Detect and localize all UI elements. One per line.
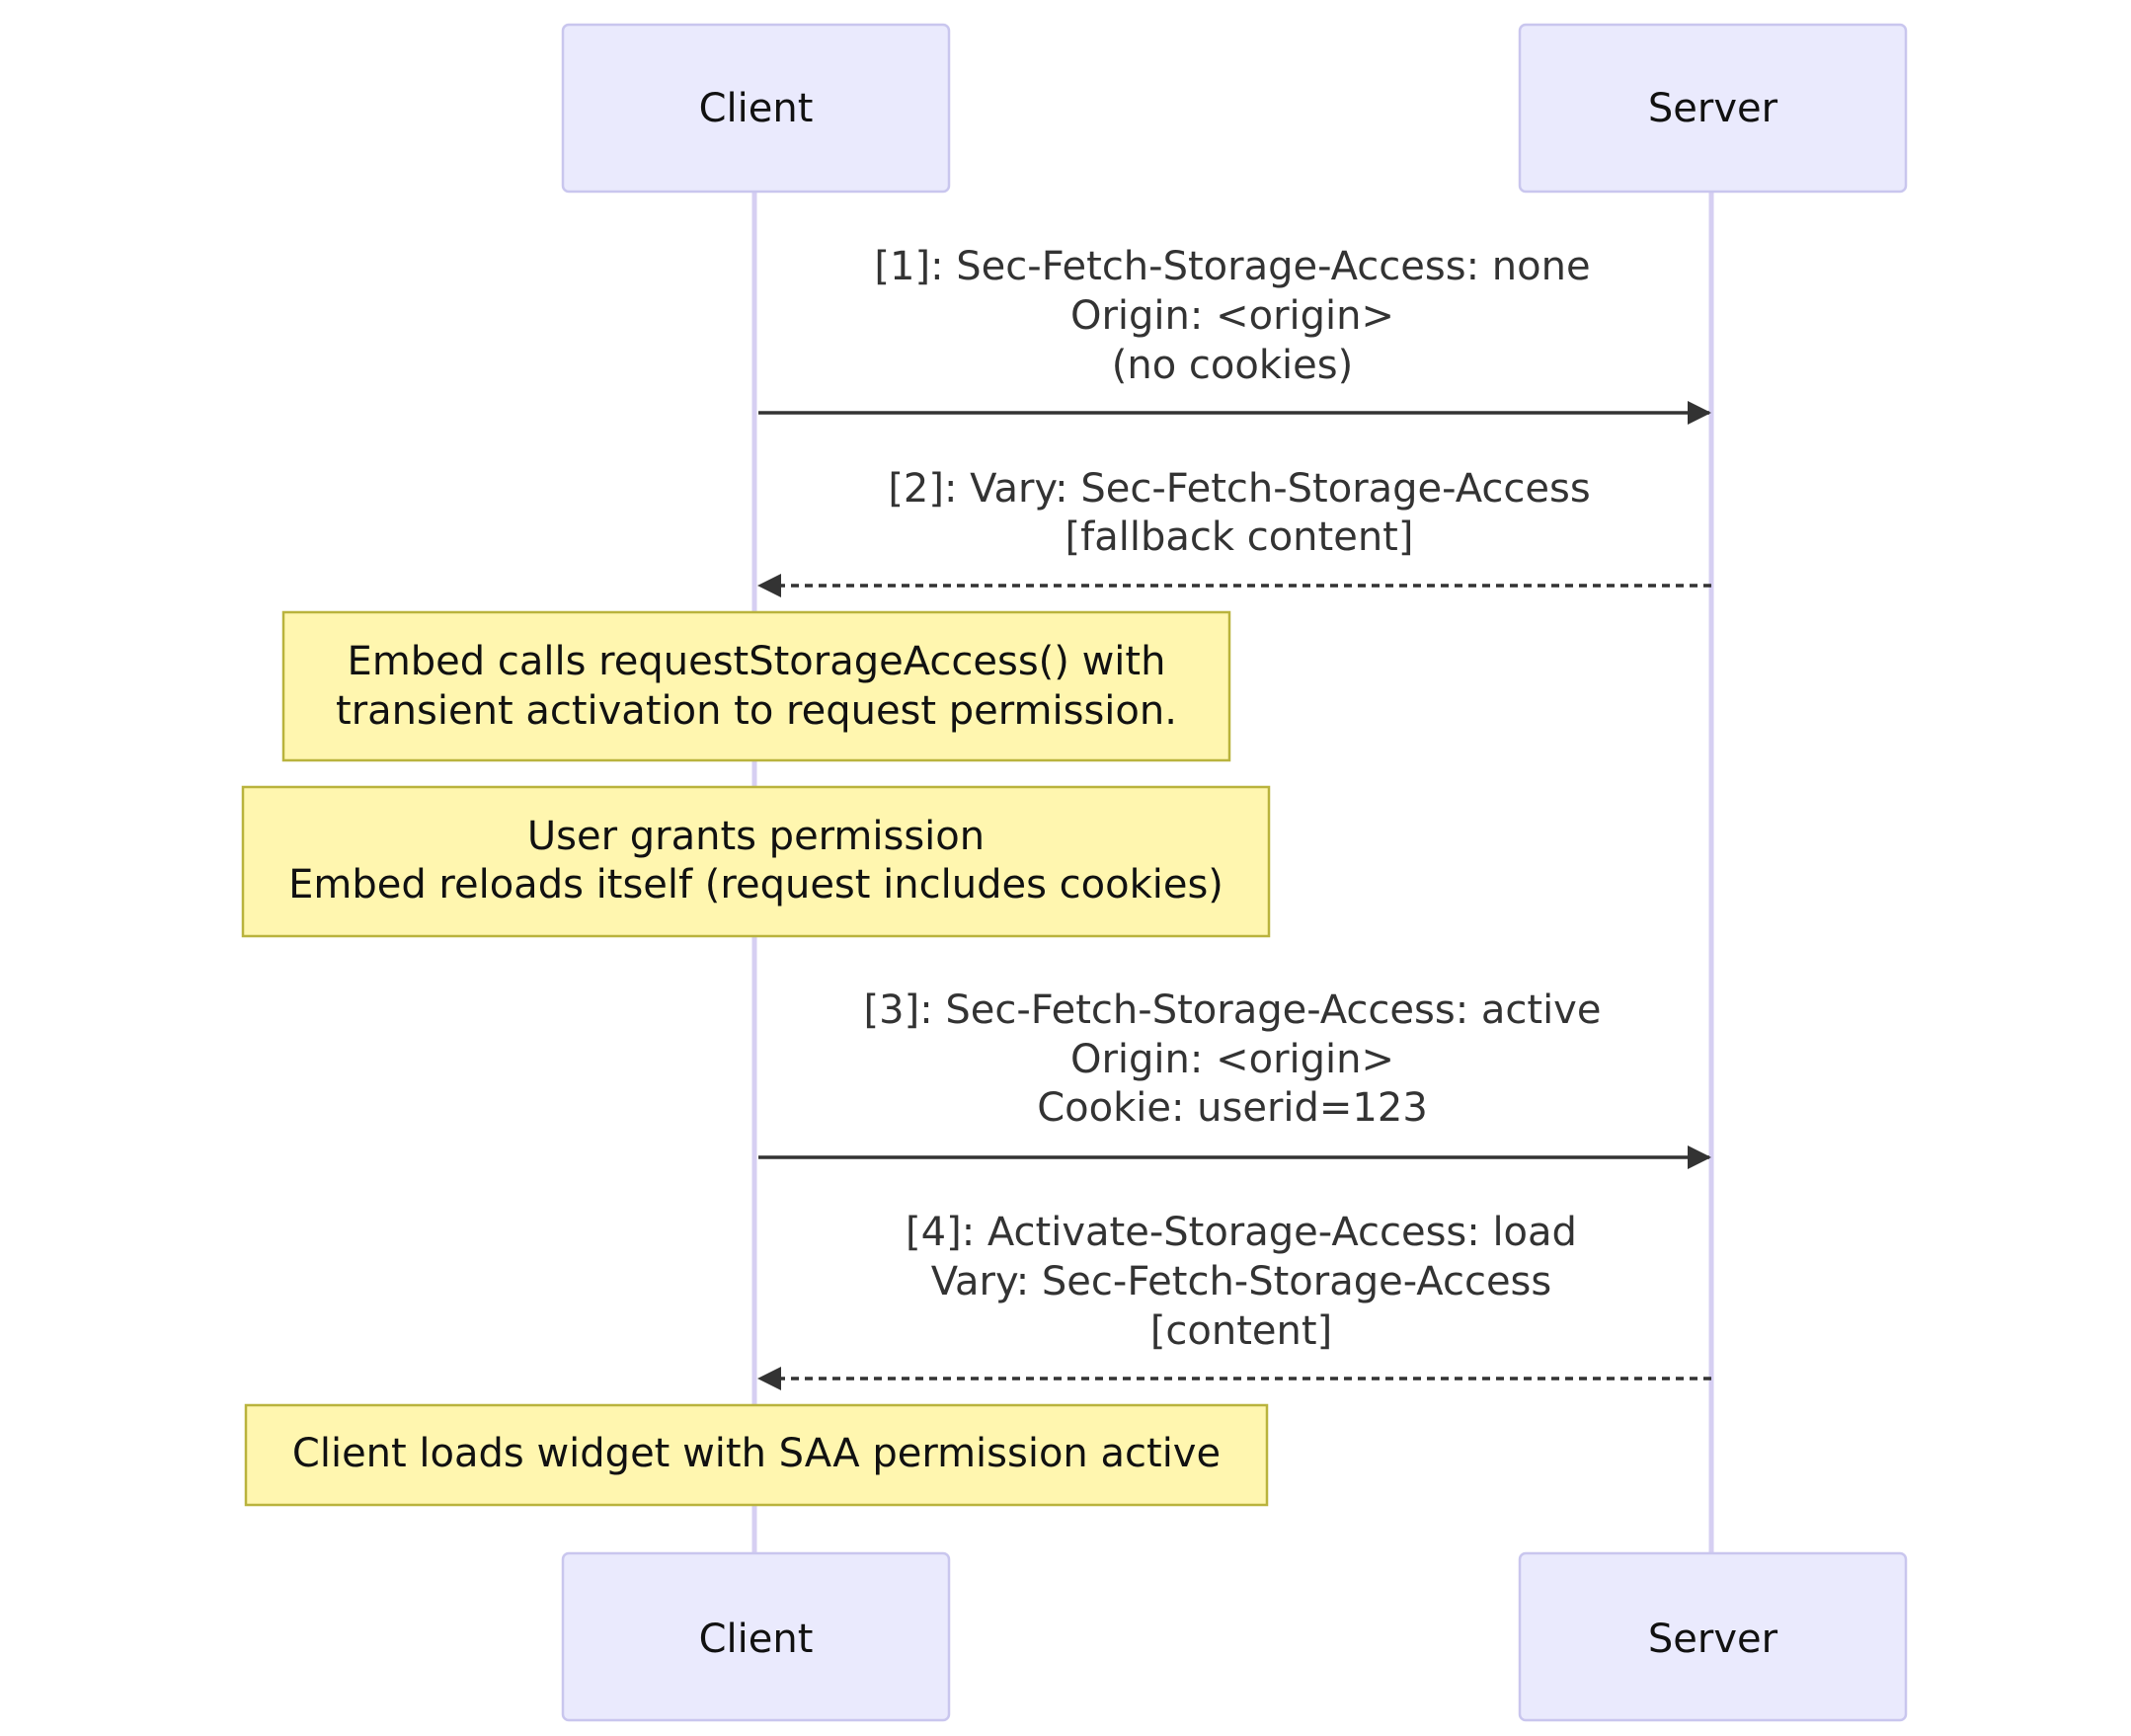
actor-client-top: Client (561, 23, 951, 194)
message-label: [2]: Vary: Sec-Fetch-Storage-Access (888, 466, 1590, 512)
message-label: Origin: <origin> (1070, 1037, 1394, 1082)
message-label: [1]: Sec-Fetch-Storage-Access: none (874, 244, 1590, 289)
actor-label: Client (699, 86, 814, 131)
actor-label: Server (1648, 1617, 1778, 1662)
actor-label: Client (699, 1617, 814, 1662)
note-2: User grants permission Embed reloads its… (241, 785, 1271, 938)
note-label: Embed calls requestStorageAccess() with (348, 639, 1166, 684)
actor-server-top: Server (1518, 23, 1908, 194)
message-label: Vary: Sec-Fetch-Storage-Access (931, 1259, 1551, 1304)
message-label: [fallback content] (1066, 514, 1414, 560)
message-label: [4]: Activate-Storage-Access: load (906, 1210, 1577, 1255)
message-label: [3]: Sec-Fetch-Storage-Access: active (864, 987, 1602, 1033)
message-label: Origin: <origin> (1070, 293, 1394, 339)
message-1: [1]: Sec-Fetch-Storage-Access: none Orig… (758, 244, 1711, 425)
message-3: [3]: Sec-Fetch-Storage-Access: active Or… (758, 987, 1711, 1169)
message-4: [4]: Activate-Storage-Access: load Vary:… (757, 1210, 1711, 1390)
note-3: Client loads widget with SAA permission … (244, 1403, 1269, 1507)
note-label: User grants permission (527, 814, 985, 859)
note-label: Embed reloads itself (request includes c… (288, 862, 1223, 907)
actor-label: Server (1648, 86, 1778, 131)
message-2: [2]: Vary: Sec-Fetch-Storage-Access [fal… (757, 466, 1711, 597)
message-label: Cookie: userid=123 (1037, 1085, 1428, 1131)
note-label: Client loads widget with SAA permission … (292, 1431, 1221, 1476)
actor-client-bottom: Client (561, 1551, 951, 1722)
note-label: transient activation to request permissi… (336, 688, 1177, 734)
message-label: [content] (1150, 1308, 1332, 1354)
actor-server-bottom: Server (1518, 1551, 1908, 1722)
note-1: Embed calls requestStorageAccess() with … (281, 610, 1231, 762)
message-label: (no cookies) (1112, 343, 1353, 388)
